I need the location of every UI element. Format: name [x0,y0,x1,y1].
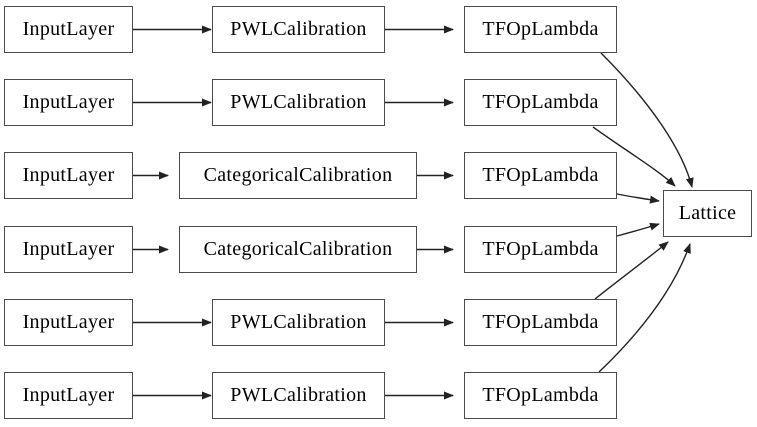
node-inputlayer-1: InputLayer [4,6,133,53]
node-label: InputLayer [22,237,115,260]
node-categoricalcalibration-2: CategoricalCalibration [179,226,417,273]
node-label: InputLayer [22,163,115,186]
node-label: InputLayer [22,383,115,406]
node-label: PWLCalibration [230,90,367,113]
node-label: TFOpLambda [482,310,599,333]
node-label: TFOpLambda [482,90,599,113]
node-tfoplambda-6: TFOpLambda [464,372,617,419]
node-inputlayer-5: InputLayer [4,299,133,346]
node-tfoplambda-4: TFOpLambda [464,226,617,273]
node-categoricalcalibration-1: CategoricalCalibration [179,152,417,199]
node-tfoplambda-1: TFOpLambda [464,6,617,53]
node-label: PWLCalibration [230,383,367,406]
node-pwlcalibration-2: PWLCalibration [212,79,385,126]
node-label: CategoricalCalibration [203,163,393,186]
node-tfoplambda-2: TFOpLambda [464,79,617,126]
node-label: TFOpLambda [482,163,599,186]
node-label: TFOpLambda [482,17,599,40]
node-label: PWLCalibration [230,17,367,40]
node-lattice: Lattice [663,190,752,237]
node-inputlayer-6: InputLayer [4,372,133,419]
node-inputlayer-4: InputLayer [4,226,133,273]
node-label: InputLayer [22,17,115,40]
node-label: CategoricalCalibration [203,237,393,260]
node-label: PWLCalibration [230,310,367,333]
edge-op4-lattice [616,222,660,237]
node-inputlayer-2: InputLayer [4,79,133,126]
node-label: TFOpLambda [482,237,599,260]
node-label: InputLayer [22,310,115,333]
node-pwlcalibration-3: PWLCalibration [212,299,385,346]
edge-op3-lattice [616,193,660,204]
node-label: Lattice [678,201,737,224]
node-tfoplambda-3: TFOpLambda [464,152,617,199]
node-tfoplambda-5: TFOpLambda [464,299,617,346]
node-inputlayer-3: InputLayer [4,152,133,199]
node-label: InputLayer [22,90,115,113]
node-pwlcalibration-1: PWLCalibration [212,6,385,53]
node-label: TFOpLambda [482,383,599,406]
node-pwlcalibration-4: PWLCalibration [212,372,385,419]
